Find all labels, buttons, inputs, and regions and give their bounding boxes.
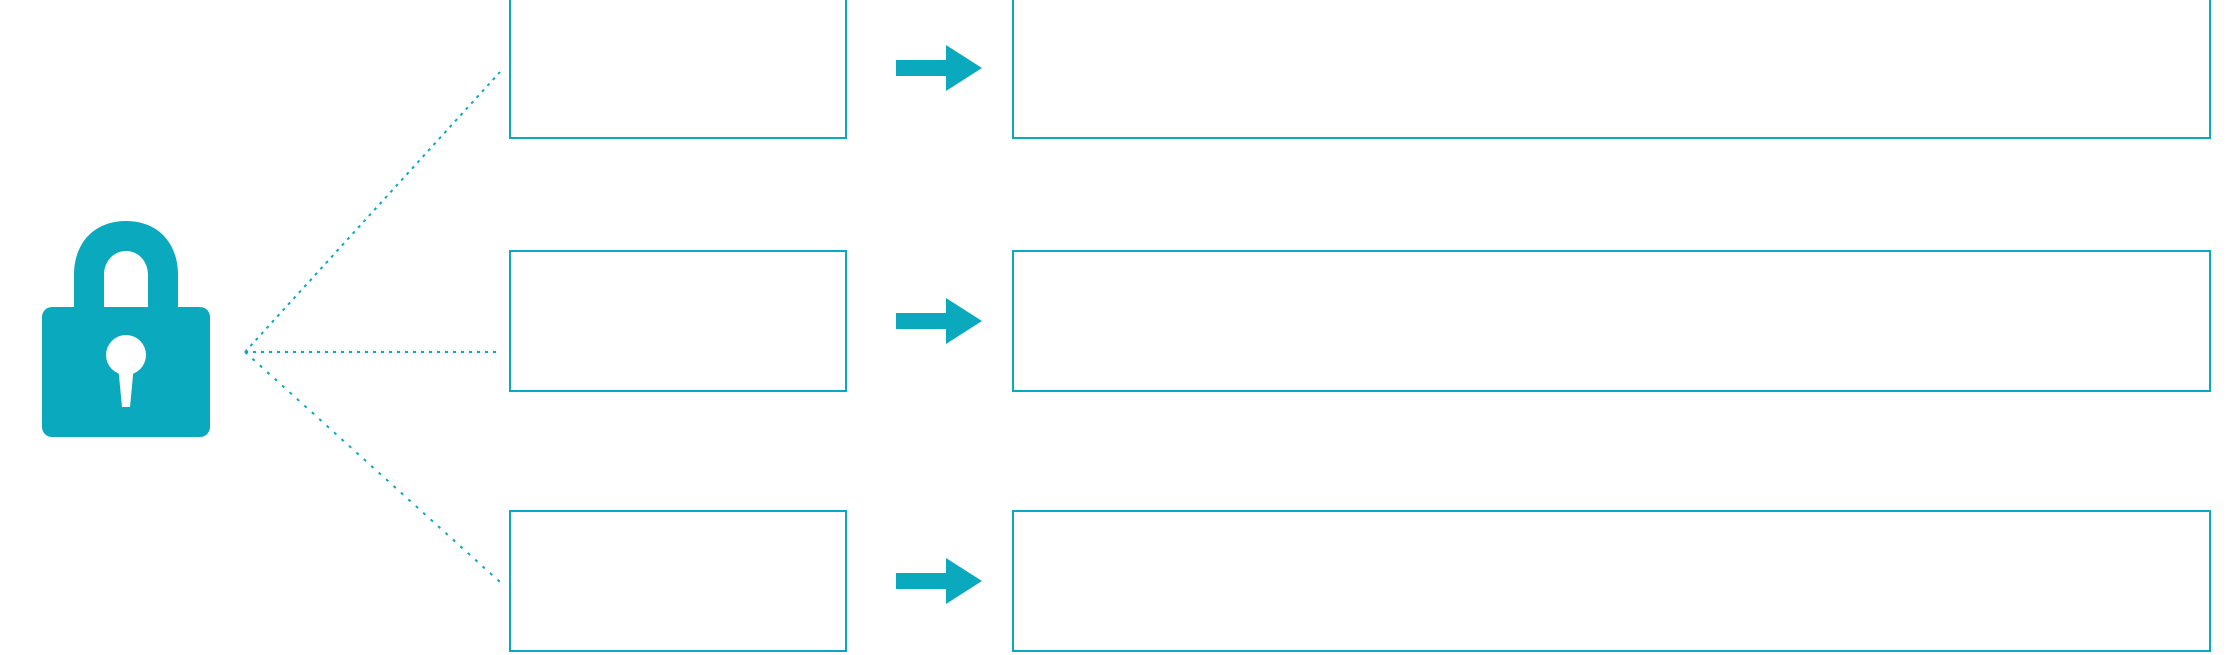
- category-box-1[interactable]: [509, 0, 847, 139]
- arrow-right-icon: [896, 298, 982, 344]
- branch-row-1: [0, 0, 2229, 142]
- detail-box-3-label: [1014, 512, 2209, 532]
- category-box-1-label: [511, 0, 845, 19]
- detail-box-1[interactable]: [1012, 0, 2211, 139]
- branch-row-3: [0, 510, 2229, 655]
- arrow-right-icon: [896, 558, 982, 604]
- arrow-right-icon: [896, 45, 982, 91]
- category-box-2[interactable]: [509, 250, 847, 392]
- category-box-2-label: [511, 252, 845, 272]
- category-box-3-label: [511, 512, 845, 532]
- connector-line-3: [244, 351, 501, 583]
- branch-row-2: [0, 250, 2229, 395]
- detail-box-2[interactable]: [1012, 250, 2211, 392]
- detail-box-2-label: [1014, 252, 2209, 272]
- category-box-3[interactable]: [509, 510, 847, 652]
- lock-icon: [42, 221, 210, 437]
- detail-box-3[interactable]: [1012, 510, 2211, 652]
- detail-box-1-label: [1014, 0, 2209, 19]
